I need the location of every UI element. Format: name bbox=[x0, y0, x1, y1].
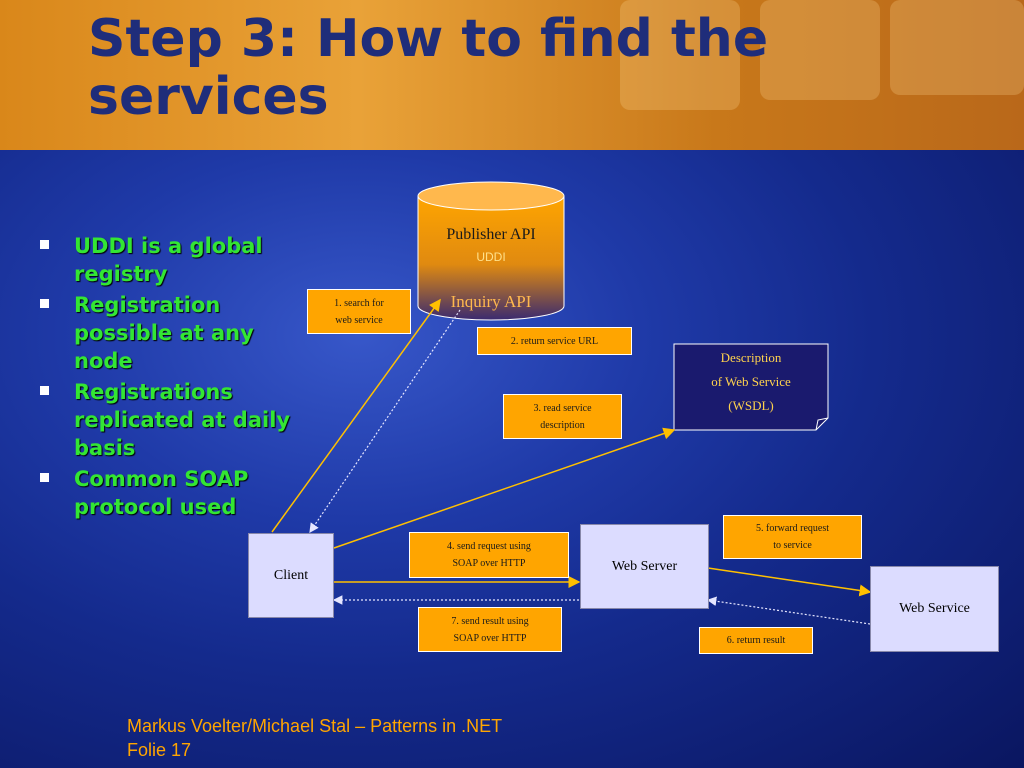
step-3-label: 3. read service description bbox=[503, 394, 622, 439]
arrow-uddi-to-client bbox=[309, 309, 461, 533]
cylinder-inquiry-label: Inquiry API bbox=[450, 292, 532, 311]
arrow-webserver-to-webservice bbox=[707, 567, 872, 597]
keyboard-key-decoration bbox=[890, 0, 1024, 95]
arrow-client-to-wsdl bbox=[333, 427, 676, 549]
web-server-box: Web Server bbox=[580, 524, 709, 609]
bullet-text: Registration possible at any node bbox=[74, 293, 254, 373]
square-bullet-icon bbox=[40, 240, 49, 249]
bullet-item: Registrations replicated at daily basis bbox=[40, 378, 310, 462]
keyboard-key-decoration bbox=[620, 0, 740, 110]
bullet-item: Registration possible at any node bbox=[40, 291, 310, 375]
step-1-label: 1. search for web service bbox=[307, 289, 411, 334]
wsdl-description-label: Description of Web Service (WSDL) bbox=[674, 346, 828, 418]
bullet-text: UDDI is a global registry bbox=[74, 234, 263, 286]
square-bullet-icon bbox=[40, 386, 49, 395]
bullet-text: Registrations replicated at daily basis bbox=[74, 380, 291, 460]
step-5-label: 5. forward request to service bbox=[723, 515, 862, 559]
arrow-webservice-to-webserver bbox=[706, 596, 871, 625]
arrow-client-to-uddi bbox=[271, 298, 441, 533]
footer: Markus Voelter/Michael Stal – Patterns i… bbox=[127, 714, 502, 762]
step-2-label: 2. return service URL bbox=[477, 327, 632, 355]
wsdl-line-2: of Web Service bbox=[711, 374, 791, 389]
wsdl-document-fold bbox=[815, 417, 829, 431]
footer-authors: Markus Voelter/Michael Stal – Patterns i… bbox=[127, 716, 503, 736]
slide-title: Step 3: How to find the services bbox=[88, 9, 769, 127]
header-banner bbox=[0, 0, 1024, 150]
wsdl-document-shape bbox=[673, 343, 829, 431]
step-4-label: 4. send request using SOAP over HTTP bbox=[409, 532, 569, 578]
web-service-box: Web Service bbox=[870, 566, 999, 652]
wsdl-line-3: (WSDL) bbox=[728, 398, 774, 413]
step-7-label: 7. send result using SOAP over HTTP bbox=[418, 607, 562, 652]
step-6-label: 6. return result bbox=[699, 627, 813, 654]
bullet-item: Common SOAP protocol used bbox=[40, 465, 310, 521]
client-box: Client bbox=[248, 533, 334, 618]
bullet-item: UDDI is a global registry bbox=[40, 232, 310, 288]
wsdl-line-1: Description bbox=[720, 350, 782, 365]
footer-slide-number: Folie 17 bbox=[127, 740, 192, 760]
square-bullet-icon bbox=[40, 473, 49, 482]
bullet-text: Common SOAP protocol used bbox=[74, 467, 249, 519]
bullet-list: UDDI is a global registry Registration p… bbox=[40, 232, 310, 524]
keyboard-key-decoration bbox=[760, 0, 880, 100]
cylinder-uddi-label: UDDI bbox=[476, 250, 506, 264]
cylinder-publisher-label: Publisher API bbox=[446, 226, 536, 243]
square-bullet-icon bbox=[40, 299, 49, 308]
uddi-cylinder bbox=[417, 181, 565, 321]
